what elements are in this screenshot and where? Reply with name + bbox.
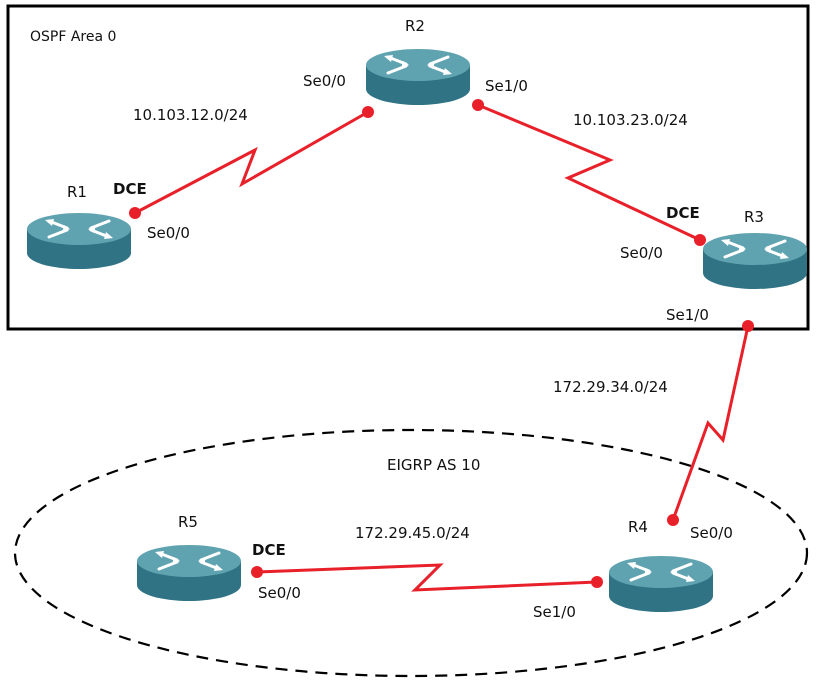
endpoint-r4-se10 (591, 576, 603, 588)
router-r5[interactable] (135, 543, 243, 603)
router-r2-label: R2 (405, 17, 425, 35)
r5-se00-label: Se0/0 (258, 584, 301, 602)
r4-se00-label: Se0/0 (690, 524, 733, 542)
r3-se00-label: Se0/0 (620, 244, 663, 262)
ospf-area-border (6, 4, 810, 331)
router-r5-label: R5 (178, 513, 198, 531)
r1-dce-label: DCE (113, 180, 147, 198)
r1-se00-label: Se0/0 (147, 224, 190, 242)
network-label-r2-r3: 10.103.23.0/24 (573, 111, 688, 129)
network-label-r4-r5: 172.29.45.0/24 (355, 524, 470, 542)
router-r1[interactable] (25, 211, 133, 271)
endpoint-r2-se00 (362, 106, 374, 118)
ospf-area-label: OSPF Area 0 (30, 29, 116, 45)
r2-se10-label: Se1/0 (485, 77, 528, 95)
router-r4[interactable] (607, 554, 715, 614)
endpoint-r1-se00 (129, 207, 141, 219)
network-label-r3-r4: 172.29.34.0/24 (553, 378, 668, 396)
r4-se10-label: Se1/0 (533, 603, 576, 621)
r5-dce-label: DCE (252, 541, 286, 559)
endpoint-r3-se10 (742, 320, 754, 332)
link-r3-r4 (671, 325, 750, 521)
link-r1-r2 (134, 110, 369, 215)
endpoint-r5-se00 (251, 566, 263, 578)
r2-se00-label: Se0/0 (303, 72, 346, 90)
router-r3-label: R3 (744, 208, 764, 226)
endpoint-r3-se00 (694, 234, 706, 246)
r3-dce-label: DCE (666, 204, 700, 222)
router-r4-label: R4 (628, 518, 648, 536)
router-r2[interactable] (364, 47, 472, 107)
endpoint-r2-se10 (472, 99, 484, 111)
link-r2-r3 (477, 103, 701, 242)
eigrp-as-boundary (13, 428, 809, 678)
r3-se10-label: Se1/0 (666, 306, 709, 324)
endpoint-r4-se00 (667, 514, 679, 526)
network-label-r1-r2: 10.103.12.0/24 (133, 106, 248, 124)
link-r4-r5 (256, 563, 598, 592)
eigrp-as-label: EIGRP AS 10 (387, 456, 480, 474)
router-r3[interactable] (701, 231, 809, 291)
router-r1-label: R1 (67, 183, 87, 201)
